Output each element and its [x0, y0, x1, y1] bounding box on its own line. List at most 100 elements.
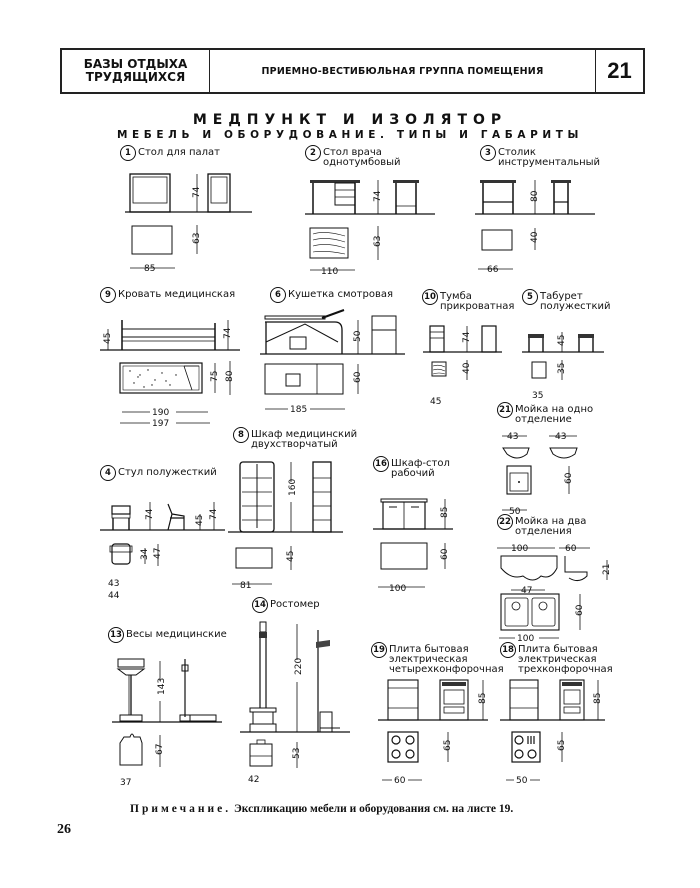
svg-text:185: 185: [290, 405, 307, 415]
svg-text:45: 45: [195, 515, 205, 526]
item-name: трехконфорочная: [518, 664, 613, 675]
svg-text:74: 74: [462, 331, 472, 343]
svg-text:100: 100: [511, 544, 528, 554]
drawing-medical-cabinet: 160 45 81: [228, 461, 343, 591]
item-name: Весы медицинские: [126, 629, 227, 640]
svg-text:85: 85: [440, 507, 450, 518]
item-number-badge: 3: [480, 145, 496, 161]
svg-text:74: 74: [373, 190, 383, 202]
svg-text:53: 53: [292, 748, 302, 759]
item-name: четырехконфорочная: [389, 664, 504, 675]
svg-text:44: 44: [108, 591, 120, 601]
drawing-stadiometer: 220 53 42: [240, 621, 350, 785]
item-number-badge: 13: [108, 627, 124, 643]
item-name: Мойка на два: [515, 516, 587, 527]
item-name: двухстворчатый: [251, 439, 338, 450]
item-label-4: 4 Стул полужесткий: [100, 465, 217, 481]
item-name: прикроватная: [440, 301, 515, 312]
drawing-medical-bed: 45 74 75 80 190 197: [100, 320, 240, 429]
svg-text:85: 85: [478, 693, 488, 704]
svg-text:47: 47: [153, 548, 163, 559]
item-name: Шкаф медицинский: [251, 429, 358, 440]
svg-text:34: 34: [140, 548, 150, 560]
item-name: электрическая: [389, 654, 468, 665]
svg-text:43: 43: [507, 432, 518, 442]
item-label-14: 14 Ростомер: [252, 597, 320, 613]
item-name: Ростомер: [270, 599, 320, 610]
svg-text:21: 21: [602, 564, 612, 575]
item-name: инструментальный: [498, 157, 601, 168]
item-number-badge: 4: [100, 465, 116, 481]
svg-text:37: 37: [120, 778, 131, 788]
item-number-badge: 1: [120, 145, 136, 161]
svg-text:190: 190: [152, 408, 169, 418]
footnote: Примечание. Экспликацию мебели и оборудо…: [130, 803, 513, 815]
item-label-6: 6 Кушетка смотровая: [270, 287, 393, 303]
drawing-stove-3-burner: 85 65 50: [500, 679, 605, 786]
drawing-sink-double: 100 60 21 47 60 100: [497, 544, 612, 644]
item-name: Плита бытовая: [518, 644, 598, 655]
svg-text:45: 45: [430, 397, 441, 407]
svg-text:45: 45: [286, 551, 296, 562]
item-name: Мойка на одно: [515, 404, 594, 415]
drawing-stove-4-burner: 85 65 60: [378, 679, 488, 786]
svg-text:50: 50: [516, 776, 528, 786]
drawing-doctor-desk: 74 63 110: [305, 180, 435, 277]
svg-text:74: 74: [223, 327, 233, 339]
footnote-text: Экспликацию мебели и оборудования см. на…: [233, 803, 514, 815]
item-number-badge: 21: [497, 402, 513, 418]
series-title: БАЗЫ ОТДЫХА ТРУДЯЩИХСЯ: [62, 50, 210, 92]
item-number-badge: 14: [252, 597, 268, 613]
svg-text:47: 47: [521, 586, 532, 596]
svg-text:50: 50: [509, 507, 521, 517]
svg-text:197: 197: [152, 419, 169, 429]
svg-text:60: 60: [575, 604, 585, 616]
drawing-table-ward: 74 63 85: [125, 173, 252, 274]
item-number-badge: 18: [500, 642, 516, 658]
item-name: Плита бытовая: [389, 644, 469, 655]
drawing-bedside-cabinet: 74 40 45: [423, 325, 502, 407]
item-name: Стол для палат: [138, 147, 221, 158]
item-number-badge: 10: [422, 289, 438, 305]
item-number-badge: 8: [233, 427, 249, 443]
item-name: Столик: [498, 147, 536, 158]
svg-text:65: 65: [557, 740, 567, 751]
svg-text:45: 45: [557, 335, 567, 346]
svg-text:74: 74: [192, 186, 202, 198]
svg-text:110: 110: [321, 267, 338, 277]
section-title: ПРИЕМНО-ВЕСТИБЮЛЬНАЯ ГРУППА ПОМЕЩЕНИЯ: [261, 65, 544, 77]
item-name: отделения: [515, 526, 572, 537]
svg-text:35: 35: [557, 363, 567, 374]
svg-text:42: 42: [248, 775, 259, 785]
svg-text:35: 35: [532, 391, 543, 401]
svg-text:43: 43: [108, 579, 119, 589]
item-name: Стул полужесткий: [118, 467, 217, 478]
svg-text:85: 85: [593, 693, 603, 704]
svg-text:74: 74: [145, 508, 155, 520]
svg-text:100: 100: [389, 584, 406, 594]
svg-text:43: 43: [555, 432, 566, 442]
item-number-badge: 22: [497, 514, 513, 530]
svg-text:65: 65: [443, 740, 453, 751]
page-title: МЕДПУНКТ И ИЗОЛЯТОР: [192, 112, 508, 128]
svg-text:60: 60: [440, 548, 450, 560]
item-number-badge: 6: [270, 287, 286, 303]
item-name: Тумба: [440, 291, 472, 302]
drawing-stool: 45 35 35: [522, 332, 604, 401]
item-name: Стол врача: [323, 147, 382, 158]
svg-text:63: 63: [373, 236, 383, 247]
svg-text:75: 75: [210, 371, 220, 382]
svg-text:63: 63: [192, 233, 202, 244]
page-number: 26: [57, 822, 71, 837]
title-block: БАЗЫ ОТДЫХА ТРУДЯЩИХСЯ ПРИЕМНО-ВЕСТИБЮЛЬ…: [60, 48, 645, 94]
drawing-exam-couch: 50 60 185: [260, 309, 405, 415]
item-number-badge: 5: [522, 289, 538, 305]
series-title-line2: ТРУДЯЩИХСЯ: [85, 70, 186, 84]
